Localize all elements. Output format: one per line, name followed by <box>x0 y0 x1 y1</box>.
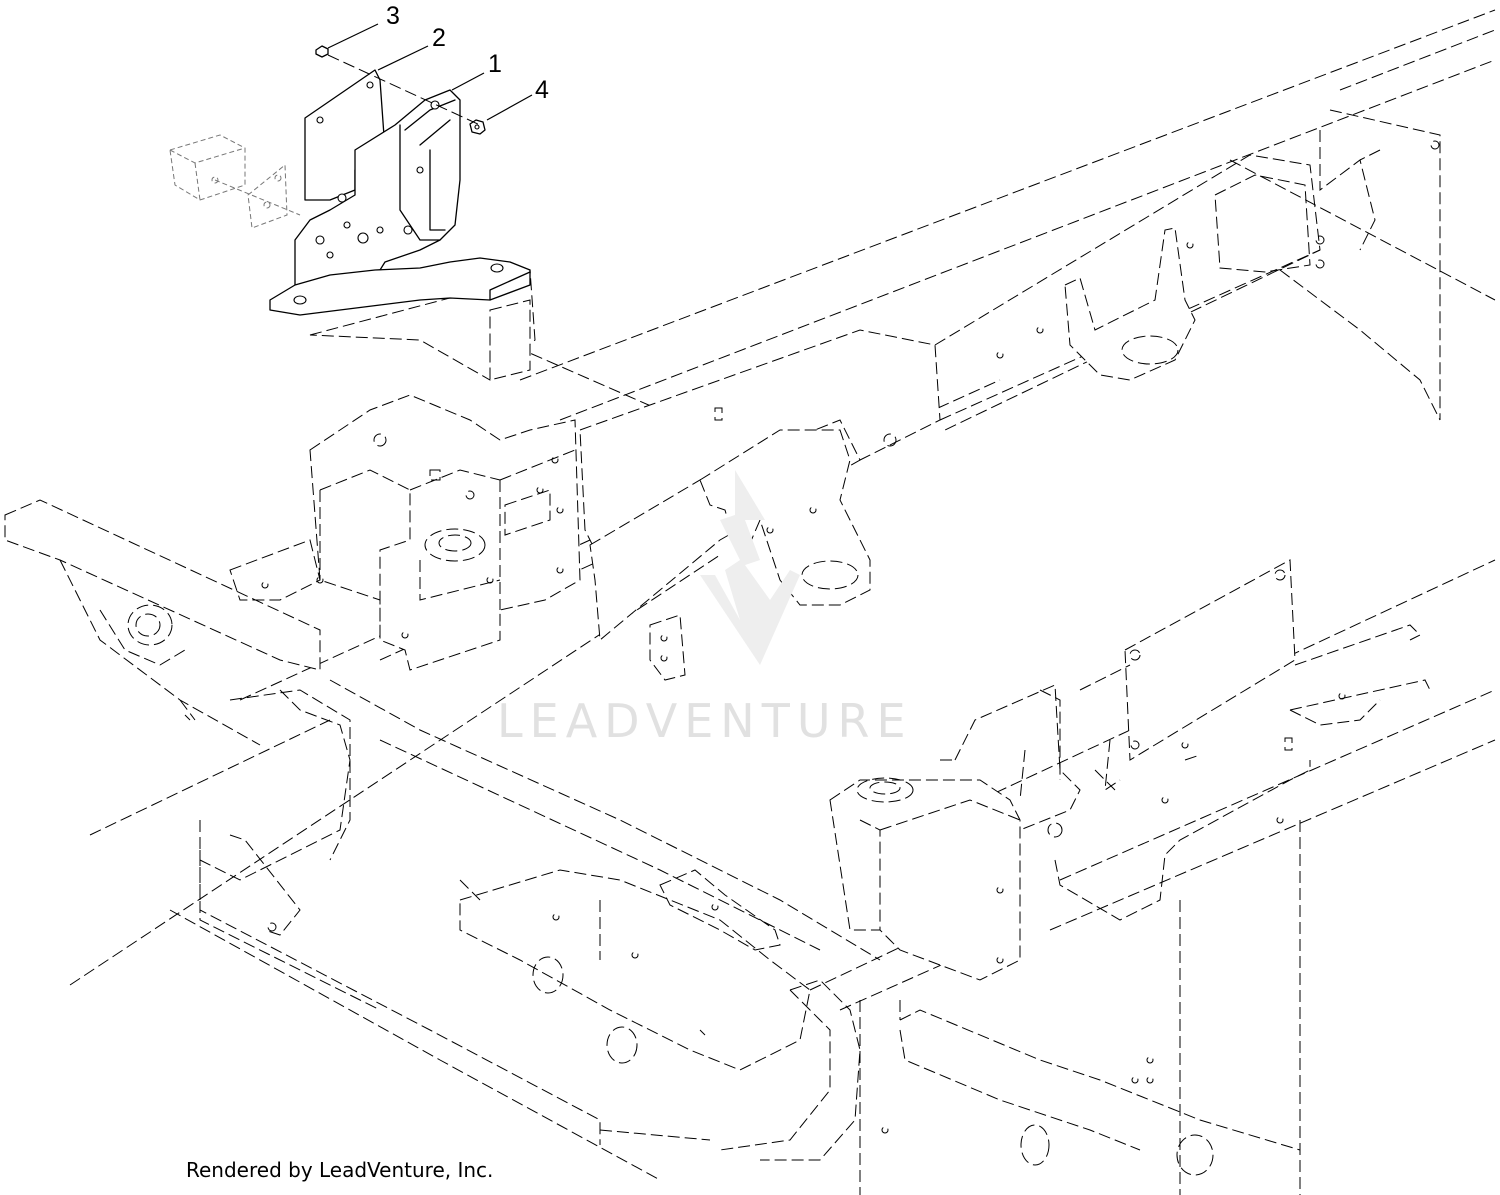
leadventure-logo-icon <box>700 470 800 665</box>
upper-right-bracket <box>1064 227 1196 381</box>
lower-right-plate <box>1039 559 1431 792</box>
upper-frame-rail <box>579 154 1325 641</box>
fastener-parts <box>315 45 486 135</box>
callout-label-2: 2 <box>432 24 446 52</box>
phantom-component <box>169 134 301 229</box>
callout-labels: 3 2 1 4 <box>386 2 549 104</box>
central-main-bracket <box>229 394 581 671</box>
callout-leaders <box>327 23 533 121</box>
callout-label-3: 3 <box>386 2 400 30</box>
lower-right-bracket <box>829 684 1311 981</box>
bracket-part-1 <box>269 69 531 316</box>
callout-label-1: 1 <box>488 50 502 78</box>
lower-far-right-frame <box>881 1000 1301 1176</box>
leader-line-3 <box>327 23 379 49</box>
callout-label-4: 4 <box>535 76 549 104</box>
leader-line-1 <box>451 72 485 91</box>
render-credit: Rendered by LeadVenture, Inc. <box>186 1158 494 1182</box>
lower-front-crossmember <box>459 869 811 1071</box>
watermark-text: LEADVENTURE <box>497 694 913 748</box>
leader-line-4 <box>486 94 533 121</box>
leader-line-2 <box>377 45 429 71</box>
leadventure-watermark: LEADVENTURE <box>497 470 913 748</box>
bolt-part-3 <box>315 45 329 58</box>
